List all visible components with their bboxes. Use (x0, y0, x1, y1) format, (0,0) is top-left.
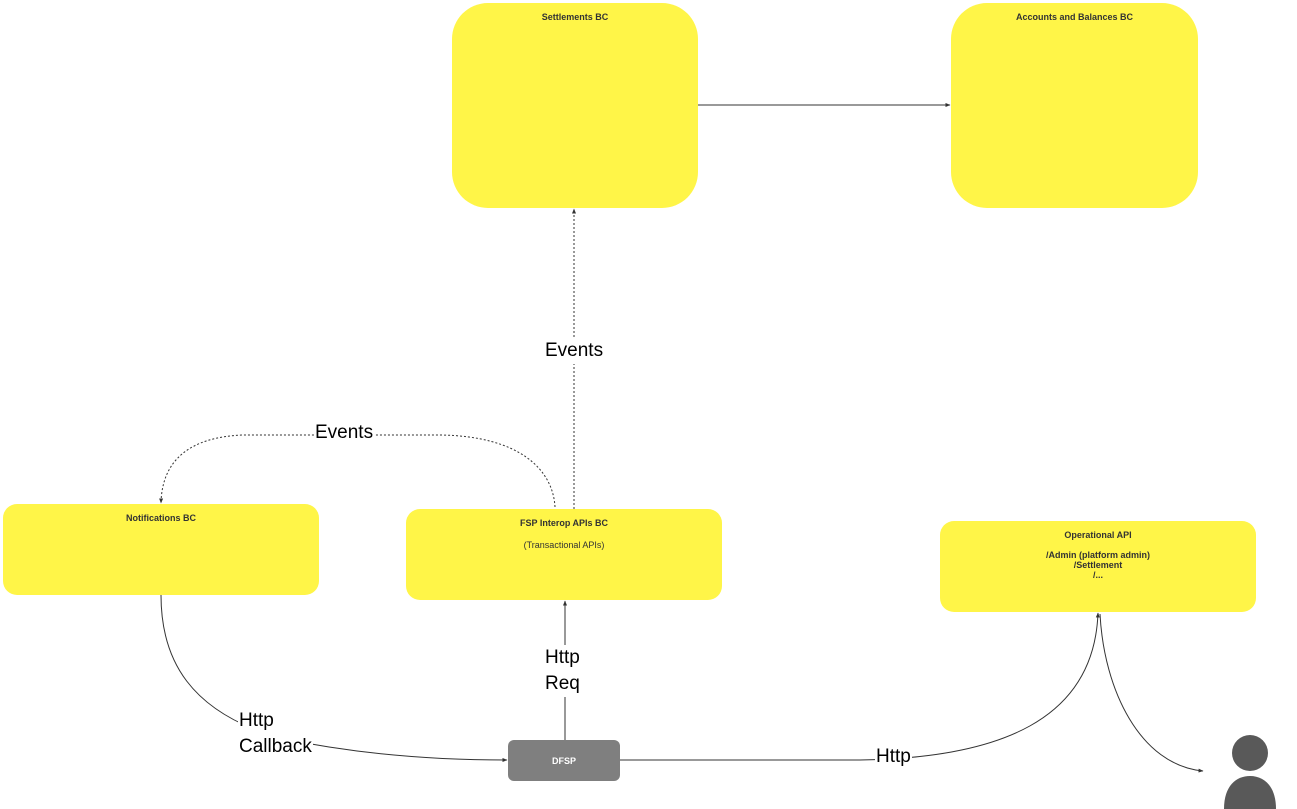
user-icon[interactable] (1203, 714, 1297, 809)
dfsp-node[interactable]: DFSP (508, 740, 620, 781)
notifications-bc[interactable]: Notifications BC (3, 504, 319, 595)
operational-api-title: Operational API (1064, 530, 1132, 540)
fsp-interop-apis-bc-subtitle: (Transactional APIs) (523, 540, 605, 550)
edge-label-http-callback-line2: Callback (239, 736, 312, 757)
edge-dfsp-to-operational (620, 612, 1100, 761)
edge-label-events-up: Events (544, 338, 605, 364)
edge-label-http-req-line2: Req (545, 673, 580, 694)
edge-fsp-to-notifications (159, 434, 556, 508)
edge-label-events-left: Events (314, 420, 375, 446)
operational-api[interactable]: Operational API /Admin (platform admin) … (940, 521, 1256, 612)
dfsp-title: DFSP (551, 755, 576, 766)
accounts-balances-bc[interactable]: Accounts and Balances BC (951, 3, 1198, 208)
operational-api-line-settlement: /Settlement (1073, 560, 1123, 570)
settlements-bc[interactable]: Settlements BC (452, 3, 698, 208)
edge-operational-to-user (1099, 613, 1204, 773)
settlements-bc-title: Settlements BC (541, 12, 609, 22)
notifications-bc-title: Notifications BC (125, 513, 196, 523)
operational-api-line-admin: /Admin (platform admin) (1046, 550, 1150, 560)
accounts-balances-bc-title: Accounts and Balances BC (1015, 12, 1134, 22)
operational-api-line-more: /... (1092, 570, 1103, 580)
fsp-interop-apis-bc[interactable]: FSP Interop APIs BC (Transactional APIs) (406, 509, 722, 600)
edge-label-http-req-line1: Http (545, 647, 580, 668)
edge-label-http-right: Http (875, 744, 912, 770)
fsp-interop-apis-bc-title: FSP Interop APIs BC (519, 518, 608, 528)
edge-label-http-callback-line1: Http (239, 710, 274, 731)
edge-notifications-to-dfsp (160, 594, 508, 762)
edge-label-http-req: Http Req (544, 645, 581, 697)
edge-label-http-callback: Http Callback (238, 708, 313, 760)
